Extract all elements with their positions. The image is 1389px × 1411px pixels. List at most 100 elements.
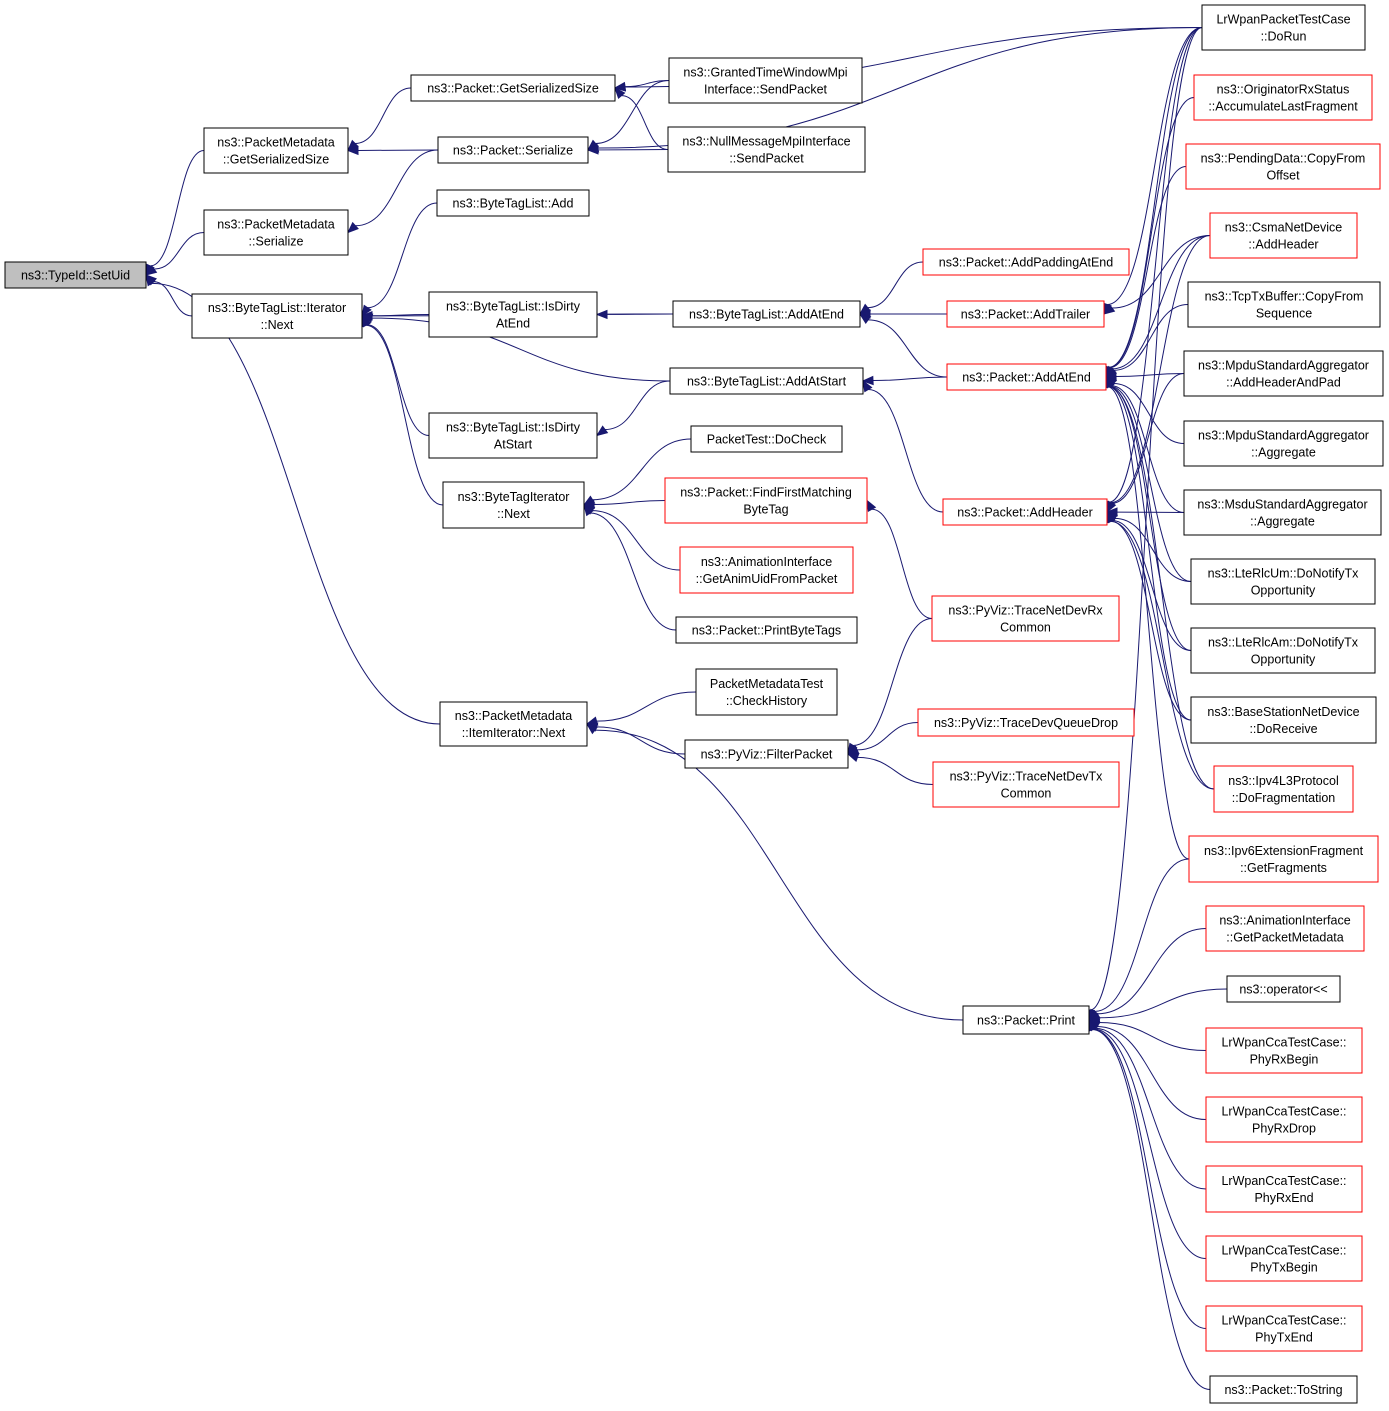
node-label: Common: [1001, 787, 1052, 801]
node-label: ns3::ByteTagList::AddAtStart: [687, 375, 847, 389]
node-label: ns3::AnimationInterface: [701, 555, 832, 569]
edge-pv-rx-to-pv-filter: [853, 618, 933, 747]
node-mpdu-agg[interactable]: ns3::MpduStandardAggregator::Aggregate: [1183, 420, 1384, 467]
node-nm-send[interactable]: ns3::NullMessageMpiInterface::SendPacket: [667, 126, 866, 173]
arrowhead-btl-at-start-to-btl-dirty-start: [595, 425, 609, 437]
node-box: [439, 701, 588, 747]
node-cca-rx-begin[interactable]: LrWpanCcaTestCase::PhyRxBegin: [1205, 1027, 1363, 1074]
node-box: [1185, 143, 1381, 190]
node-btl-at-end[interactable]: ns3::ByteTagList::AddAtEnd: [672, 300, 861, 328]
node-box: [428, 412, 598, 459]
node-label: ns3::ByteTagList::Iterator: [208, 301, 346, 315]
node-box: [1187, 281, 1381, 328]
node-p-add-at-end[interactable]: ns3::Packet::AddAtEnd: [946, 363, 1107, 391]
node-label: ByteTag: [743, 503, 788, 517]
edge-pm-item-next-to-root: [151, 282, 441, 725]
node-anim-meta[interactable]: ns3::AnimationInterface::GetPacketMetada…: [1205, 905, 1365, 952]
node-p-add-header[interactable]: ns3::Packet::AddHeader: [942, 498, 1108, 526]
node-pm-ser[interactable]: ns3::PacketMetadata::Serialize: [203, 209, 349, 256]
arrowhead-csma-add-hdr-to-p-add-trailer: [1102, 303, 1116, 315]
node-p-print[interactable]: ns3::Packet::Print: [962, 1005, 1090, 1035]
node-label: ns3::Packet::AddTrailer: [961, 308, 1090, 322]
node-box: [1213, 765, 1354, 813]
edge-pend-copy-to-p-add-at-end: [1109, 166, 1187, 369]
node-label: PacketTest::DoCheck: [707, 433, 827, 447]
edge-pv-filter-to-pm-item-next: [596, 726, 686, 755]
node-btl-it-next[interactable]: ns3::ByteTagList::Iterator::Next: [191, 293, 363, 339]
arrowhead-pm-ser-to-root: [144, 264, 158, 276]
node-box: [672, 300, 861, 328]
edge-rlc-am-to-p-add-at-end: [1108, 386, 1192, 651]
node-btl-add[interactable]: ns3::ByteTagList::Add: [436, 189, 590, 217]
node-csma-add-hdr[interactable]: ns3::CsmaNetDevice::AddHeader: [1209, 212, 1358, 259]
edge-rlc-um-to-p-add-at-end: [1109, 385, 1192, 582]
node-pmt-check[interactable]: PacketMetadataTest::CheckHistory: [695, 668, 838, 716]
node-mpdu-pad[interactable]: ns3::MpduStandardAggregator::AddHeaderAn…: [1183, 350, 1384, 397]
edge-pv-rx-to-p-find-first: [871, 508, 933, 619]
node-box: [437, 136, 589, 164]
node-p-ser[interactable]: ns3::Packet::Serialize: [437, 136, 589, 164]
arrowhead-p-add-header-to-btl-at-start: [862, 379, 873, 393]
node-pv-filter[interactable]: ns3::PyViz::FilterPacket: [684, 739, 849, 769]
node-label: ns3::MsduStandardAggregator: [1197, 498, 1367, 512]
node-cca-tx-begin[interactable]: LrWpanCcaTestCase::PhyTxBegin: [1205, 1235, 1363, 1282]
node-anim-get-uid[interactable]: ns3::AnimationInterface::GetAnimUidFromP…: [679, 546, 854, 594]
node-bti-next[interactable]: ns3::ByteTagIterator::Next: [442, 481, 585, 529]
node-label: ns3::Packet::Print: [977, 1014, 1075, 1028]
node-orig-accum[interactable]: ns3::OriginatorRxStatus::AccumulateLastF…: [1193, 74, 1373, 121]
node-cca-tx-end[interactable]: LrWpanCcaTestCase::PhyTxEnd: [1205, 1305, 1363, 1352]
node-label: ::DoFragmentation: [1232, 791, 1336, 805]
node-gtw-send[interactable]: ns3::GrantedTimeWindowMpiInterface::Send…: [668, 57, 863, 104]
node-bs-recv[interactable]: ns3::BaseStationNetDevice::DoReceive: [1190, 696, 1377, 744]
node-label: ns3::Ipv4L3Protocol: [1228, 774, 1339, 788]
node-lr-do-run[interactable]: LrWpanPacketTestCase::DoRun: [1201, 4, 1366, 51]
edge-pv-qdrop-to-pv-filter: [857, 722, 919, 751]
node-cca-rx-drop[interactable]: LrWpanCcaTestCase::PhyRxDrop: [1205, 1096, 1363, 1143]
node-box: [684, 739, 849, 769]
node-box: [203, 209, 349, 256]
node-box: [679, 546, 854, 594]
node-p-print-bt[interactable]: ns3::Packet::PrintByteTags: [675, 616, 858, 644]
node-p-get-ser[interactable]: ns3::Packet::GetSerializedSize: [410, 74, 616, 102]
node-pm-get-ser[interactable]: ns3::PacketMetadata::GetSerializedSize: [203, 127, 349, 174]
arrowhead-p-add-at-end-to-btl-at-end: [858, 313, 872, 324]
node-p-to-string[interactable]: ns3::Packet::ToString: [1209, 1375, 1358, 1404]
edge-orig-accum-to-p-add-at-end: [1108, 97, 1195, 368]
edge-lr-do-run-to-p-print: [1090, 27, 1203, 1011]
node-p-add-pad[interactable]: ns3::Packet::AddPaddingAtEnd: [922, 248, 1130, 276]
edges-layer: [144, 27, 1228, 1390]
edge-tcp-copy-to-p-add-at-end: [1113, 304, 1189, 371]
node-pt-do-check[interactable]: PacketTest::DoCheck: [690, 425, 843, 453]
node-op-out[interactable]: ns3::operator<<: [1226, 975, 1341, 1003]
node-pv-qdrop[interactable]: ns3::PyViz::TraceDevQueueDrop: [917, 708, 1135, 737]
node-root[interactable]: ns3::TypeId::SetUid: [4, 261, 147, 289]
node-ipv6-frag[interactable]: ns3::Ipv6ExtensionFragment::GetFragments: [1188, 835, 1379, 883]
node-label: ns3::CsmaNetDevice: [1225, 221, 1342, 235]
arrowhead-p-add-at-end-to-btl-at-start: [861, 375, 874, 386]
edge-lr-do-run-to-p-add-at-end: [1108, 27, 1203, 368]
node-cca-rx-end[interactable]: LrWpanCcaTestCase::PhyRxEnd: [1205, 1165, 1363, 1213]
node-label: ns3::Packet::Serialize: [453, 144, 573, 158]
node-label: ns3::Packet::PrintByteTags: [692, 624, 841, 638]
arrowhead-pm-item-next-to-root: [145, 273, 156, 287]
node-pm-item-next[interactable]: ns3::PacketMetadata::ItemIterator::Next: [439, 701, 588, 747]
node-label: ::AddHeaderAndPad: [1226, 376, 1341, 390]
node-msdu-agg[interactable]: ns3::MsduStandardAggregator::Aggregate: [1183, 489, 1382, 536]
edge-pv-tx-to-pv-filter: [857, 756, 934, 785]
edge-ipv6-frag-to-p-add-at-end: [1107, 386, 1190, 860]
node-p-add-trailer[interactable]: ns3::Packet::AddTrailer: [946, 300, 1105, 328]
edge-pt-do-check-to-bti-next: [592, 438, 692, 501]
edge-gtw-send-to-p-ser: [595, 80, 670, 144]
node-label: ns3::Packet::AddAtEnd: [962, 371, 1091, 385]
node-ipv4-frag[interactable]: ns3::Ipv4L3Protocol::DoFragmentation: [1213, 765, 1354, 813]
node-btl-at-start[interactable]: ns3::ByteTagList::AddAtStart: [669, 367, 864, 395]
